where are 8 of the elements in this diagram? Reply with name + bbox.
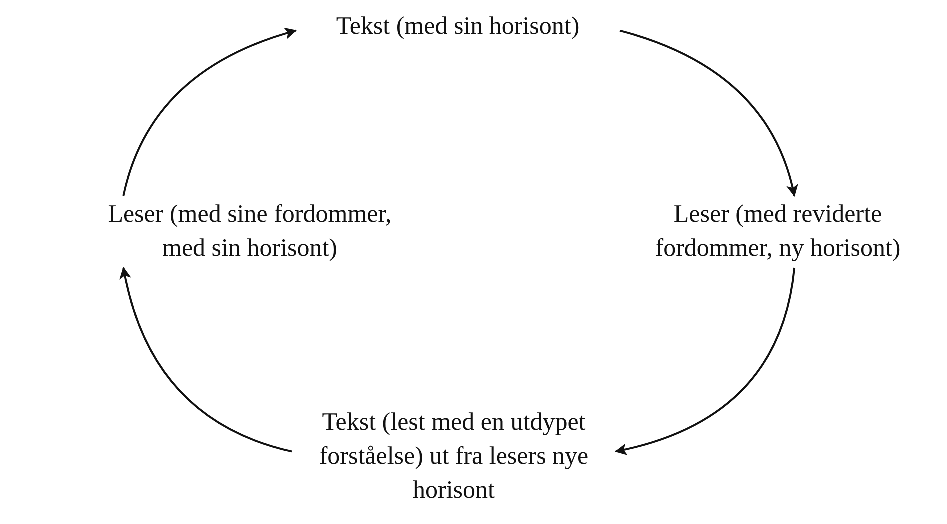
curved-arrow	[620, 30, 798, 197]
curved-arrow	[615, 268, 796, 456]
node-label: Leser (med reviderte fordommer, ny horisont)	[654, 200, 902, 264]
node-label: Leser (med sine fordommer, med sin horisont)	[107, 200, 393, 264]
node-label: Tekst (med sin horisont)	[335, 12, 581, 42]
curved-arrow	[122, 28, 297, 196]
curved-arrow	[120, 267, 292, 453]
node-label: Tekst (lest med en utdypet forståelse) ut fra lesers nye horisont	[318, 408, 590, 506]
